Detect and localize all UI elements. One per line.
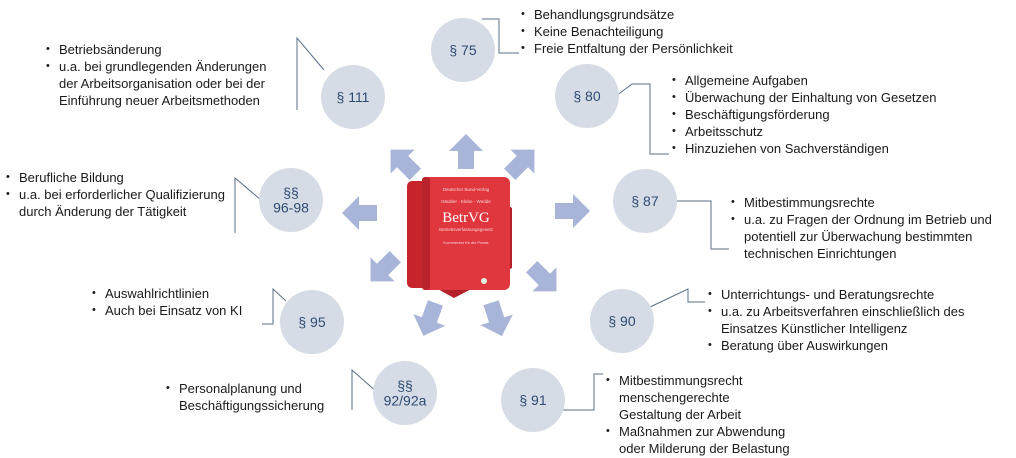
direction-arrow-icon <box>390 149 421 180</box>
description-s91: Mitbestimmungsrecht menschengerechte Ges… <box>606 372 796 457</box>
book-cover <box>422 177 510 290</box>
direction-arrow-icon <box>526 261 557 292</box>
direction-arrow-icon <box>555 194 590 228</box>
book-edition: Kommentar für die Praxis <box>443 240 488 245</box>
description-item: Auswahlrichtlinien <box>92 285 277 302</box>
section-circle-s111 <box>321 65 385 129</box>
section-label: § 80 <box>573 88 600 104</box>
section-label: § 111 <box>337 89 370 105</box>
connector-line <box>677 200 729 250</box>
direction-arrow-icon <box>370 251 401 282</box>
section-circle-s87 <box>613 169 677 233</box>
description-s92: Personalplanung und Beschäftigungssicher… <box>166 380 351 414</box>
connector-line <box>649 288 705 308</box>
description-item: Personalplanung und Beschäftigungssicher… <box>166 380 351 414</box>
direction-arrow-icon <box>449 134 483 169</box>
direction-arrow-icon <box>413 300 446 336</box>
description-item: Betriebsänderung <box>46 41 286 58</box>
section-circle-s92 <box>373 361 437 425</box>
section-circle-s96 <box>259 168 323 232</box>
section-circle-s91 <box>501 368 565 432</box>
betrvg-book: Deutscher Bund-Verlag Däubler · Klebe · … <box>407 177 512 298</box>
section-label: § 87 <box>631 193 658 209</box>
description-item: Mitbestimmungsrechte <box>731 194 1009 211</box>
description-s95: Auswahlrichtlinien Auch bei Einsatz von … <box>92 285 277 319</box>
connector-line <box>482 18 519 54</box>
arrows-layer <box>342 134 590 337</box>
section-label: §§ <box>397 378 413 394</box>
description-item: Behandlungsgrundsätze <box>521 6 761 23</box>
connector-line <box>615 83 669 155</box>
description-item: Berufliche Bildung <box>6 169 228 186</box>
description-s80: Allgemeine Aufgaben Überwachung der Einh… <box>672 72 962 157</box>
description-s87: Mitbestimmungsrechte u.a. zu Fragen der … <box>731 194 1009 262</box>
section-label: § 75 <box>449 42 476 58</box>
description-item: Mitbestimmungsrecht menschengerechte Ges… <box>606 372 796 423</box>
book-cover-edge <box>422 177 430 290</box>
circles-layer: § 75§ 80§ 87§ 90§ 91§§92/92a§ 95§§96-98§… <box>259 18 677 432</box>
description-s75: Behandlungsgrundsätze Keine Benachteilig… <box>521 6 761 57</box>
book-subtitle: Betriebsverfassungsgesetz <box>439 227 494 232</box>
book-authors: Däubler · Klebe · Wedde <box>441 199 491 204</box>
description-item: Auch bei Einsatz von KI <box>92 302 277 319</box>
description-item: Arbeitsschutz <box>672 123 962 140</box>
description-item: Beschäftigungsförderung <box>672 106 962 123</box>
connector-line <box>296 36 325 110</box>
description-item: u.a. bei erforderlicher Qualifizierung d… <box>6 186 228 220</box>
connector-line <box>234 176 262 233</box>
description-s90: Unterrichtungs- und Beratungsrechte u.a.… <box>708 286 988 354</box>
description-item: Unterrichtungs- und Beratungsrechte <box>708 286 988 303</box>
description-s111: Betriebsänderung u.a. bei grundlegenden … <box>46 41 286 109</box>
direction-arrow-icon <box>480 300 513 337</box>
description-item: Keine Benachteiligung <box>521 23 761 40</box>
section-circle-s90 <box>590 289 654 353</box>
description-item: Maßnahmen zur Abwendung oder Milderung d… <box>606 423 796 457</box>
description-s96: Berufliche Bildung u.a. bei erforderlich… <box>6 169 228 220</box>
description-item: u.a. bei grundlegenden Änderungen der Ar… <box>46 58 286 109</box>
direction-arrow-icon <box>504 149 535 180</box>
book-title: BetrVG <box>442 210 490 226</box>
section-label: §§ <box>283 185 299 201</box>
connector-line <box>351 368 379 410</box>
section-label: 92/92a <box>384 393 427 409</box>
connectors-layer <box>234 18 729 411</box>
description-item: u.a. zu Fragen der Ordnung im Betrieb un… <box>731 211 1009 262</box>
connector-line <box>559 373 603 411</box>
description-item: Hinzuziehen von Sachverständigen <box>672 140 962 157</box>
publisher-logo-icon <box>481 278 487 284</box>
section-circle-s75 <box>431 18 495 82</box>
book-publisher: Deutscher Bund-Verlag <box>443 187 490 192</box>
section-label: § 91 <box>519 392 546 408</box>
section-label: 96-98 <box>273 200 309 216</box>
description-item: Beratung über Auswirkungen <box>708 337 988 354</box>
description-item: Überwachung der Einhaltung von Gesetzen <box>672 89 962 106</box>
direction-arrow-icon <box>342 196 377 230</box>
description-item: Allgemeine Aufgaben <box>672 72 962 89</box>
section-circle-s95 <box>280 290 344 354</box>
section-label: § 95 <box>298 314 325 330</box>
description-item: Freie Entfaltung der Persönlichkeit <box>521 40 761 57</box>
section-label: § 90 <box>608 313 635 329</box>
description-item: u.a. zu Arbeitsverfahren einschließlich … <box>708 303 988 337</box>
section-circle-s80 <box>555 64 619 128</box>
